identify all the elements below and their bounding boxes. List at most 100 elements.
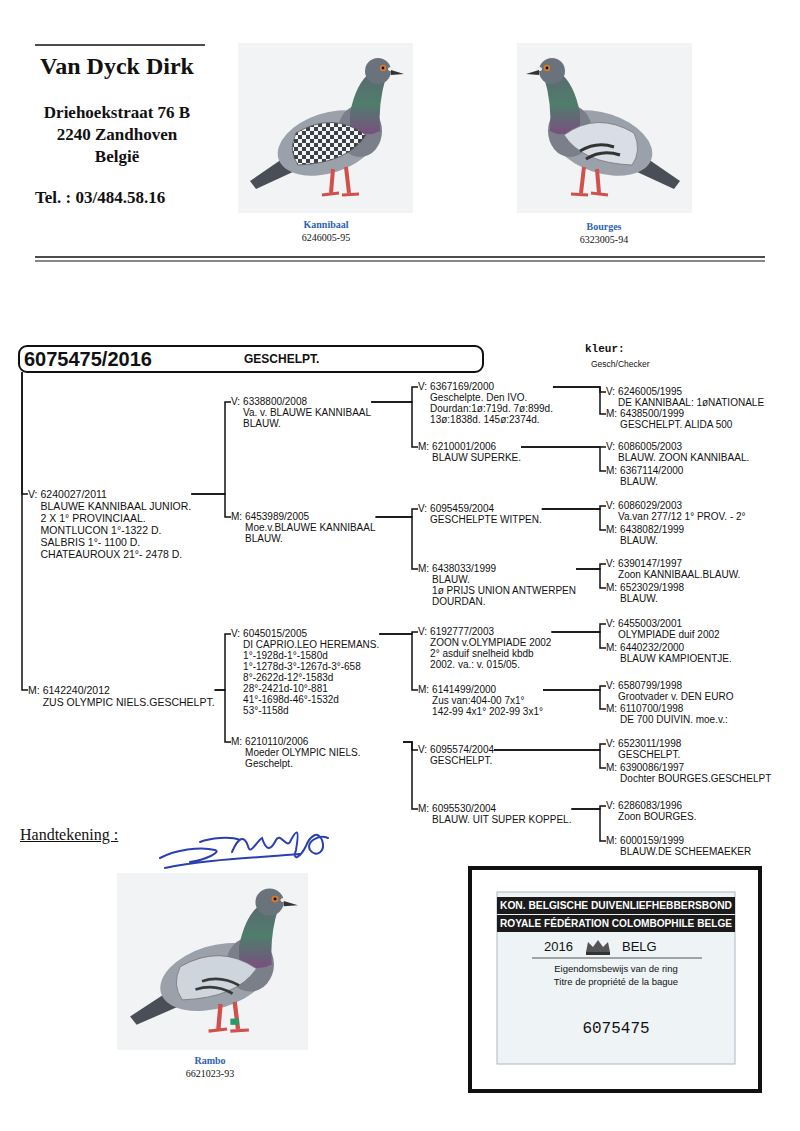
pedigree-note: BLAUW.	[620, 535, 684, 546]
pedigree-note: 2 X 1° PROVINCIAAL.	[41, 512, 192, 524]
ring-number: 6523011/1998	[618, 738, 681, 749]
pedigree-entry: M:6142240/2012ZUS OLYMPIC NIELS.GESCHELP…	[28, 684, 215, 708]
pedigree-line	[376, 517, 418, 569]
parent-marker: M:	[418, 803, 429, 814]
pedigree-note: CHATEAUROUX 21°- 2478 D.	[41, 548, 192, 560]
pedigree-line	[551, 624, 606, 632]
country-code: BELG	[622, 939, 657, 954]
header-band: ROYALE FÉDÉRATION COLOMBOPHILE BELGE	[497, 915, 735, 932]
address-line: Driehoekstraat 76 B	[44, 103, 190, 123]
pedigree-note: Geschelpte. Den IVO.	[430, 392, 553, 403]
entry-lines: 6338800/2008Va. v. BLAUWE KANNIBAALBLAUW…	[243, 396, 371, 429]
ring-number: 6438500/1999	[620, 408, 732, 419]
ring-number: 6086005/2003	[618, 441, 749, 452]
pedigree-note: BLAUWE KANNIBAAL JUNIOR.	[41, 500, 192, 512]
photo-ring: 6621023-93	[186, 1068, 234, 1080]
main-ring-box: 6075475/2016GESCHELPT.	[18, 345, 484, 373]
pedigree-entry: V:6240027/2011BLAUWE KANNIBAAL JUNIOR.2 …	[28, 488, 191, 560]
parent-marker: V:	[606, 618, 615, 629]
ring-number: 6095530/2004	[432, 803, 571, 814]
entry-lines: 6095530/2004BLAUW. UIT SUPER KOPPEL.	[432, 803, 571, 825]
entry-lines: 6142240/2012ZUS OLYMPIC NIELS.GESCHELPT.	[43, 684, 215, 708]
pedigree-note: BLAUW SUPERKE.	[432, 452, 521, 463]
entry-lines: 6086029/2003Va.van 277/12 1° PROV. - 2°	[618, 500, 746, 522]
pedigree-note: DE KANNIBAAL: 1øNATIONALE	[618, 397, 764, 408]
pedigree-note: Va. v. BLAUWE KANNIBAAL	[243, 407, 371, 418]
pedigree-note: DOURDAN.	[432, 596, 576, 607]
parent-marker: V:	[606, 738, 615, 749]
pedigree-line	[191, 494, 231, 517]
pedigree-note: BLAUW.DE SCHEEMAEKER	[620, 846, 751, 857]
pedigree-entry: M:6438082/1999BLAUW.	[606, 524, 684, 546]
pedigree-note: BLAUW.	[245, 533, 375, 544]
entry-lines: 6095574/2004GESCHELPT.	[430, 744, 494, 766]
color-value: Gesch/Checker	[591, 359, 650, 369]
pedigree-entry: V:6095459/2004GESCHELPTE WITPEN.	[418, 503, 542, 525]
parent-marker: M:	[418, 441, 429, 452]
pedigree-note: 1ø PRIJS UNION ANTWERPEN	[432, 585, 576, 596]
pedigree-note: Zoon KANNIBAAL.BLAUW.	[618, 569, 740, 580]
pedigree-note: GESCHELPT.	[430, 755, 494, 766]
ring-number: 6286083/1996	[618, 800, 696, 811]
ring-number: 6142240/2012	[43, 684, 215, 696]
pedigree-line	[576, 569, 606, 588]
pedigree-line	[22, 372, 28, 494]
color-note: GESCHELPT.	[244, 352, 319, 366]
parent-marker: M:	[418, 684, 429, 695]
parent-marker: M:	[606, 408, 617, 419]
parent-marker: V:	[606, 500, 615, 511]
parent-marker: M:	[606, 524, 617, 535]
entry-lines: 6045015/2005DI CAPRIO.LEO HEREMANS.1°-19…	[243, 628, 379, 716]
crown-emblem	[586, 940, 610, 955]
entry-lines: 6095459/2004GESCHELPTE WITPEN.	[430, 503, 542, 525]
pedigree-note: Zoon BOURGES.	[618, 811, 696, 822]
pedigree-note: GESCHELPT. ALIDA 500	[620, 419, 732, 430]
photo-caption: Kannibaal	[303, 219, 348, 231]
ring-number: 6075475	[497, 1020, 735, 1038]
pedigree-entry: M:6390086/1997Dochter BOURGES.GESCHELPT	[606, 762, 771, 784]
parent-marker: M:	[606, 703, 617, 714]
pedigree-entry: V:6086029/2003Va.van 277/12 1° PROV. - 2…	[606, 500, 746, 522]
ring-number: 6210001/2006	[432, 441, 521, 452]
entry-lines: 6580799/1998Grootvader v. DEN EURO	[618, 680, 733, 702]
pedigree-entry: M:6440232/2000BLAUW KAMPIOENTJE.	[606, 642, 732, 664]
pedigree-entry: V:6286083/1996Zoon BOURGES.	[606, 800, 696, 822]
pedigree-entry: V:6367169/2000Geschelpte. Den IVO.Dourda…	[418, 381, 553, 425]
pedigree-line	[494, 750, 606, 768]
parent-marker: V:	[606, 386, 615, 397]
photo-caption: Rambo	[194, 1055, 225, 1067]
phone-line: Tel. : 03/484.58.16	[35, 188, 165, 208]
parent-marker: V:	[231, 628, 240, 639]
pedigree-note: GESCHELPT.	[618, 749, 681, 760]
certificate-text: Eigendomsbewijs van de ring	[497, 963, 735, 974]
parent-marker: M:	[606, 835, 617, 846]
ring-number: 6523029/1998	[620, 582, 684, 593]
pedigree-note: BLAUW.	[620, 476, 683, 487]
pedigree-note: GESCHELPTE WITPEN.	[430, 514, 542, 525]
pedigree-entry: V:6045015/2005DI CAPRIO.LEO HEREMANS.1°-…	[231, 628, 379, 716]
pedigree-note: Zus van:404-00 7x1°	[432, 695, 543, 706]
ring-number: 6338800/2008	[243, 396, 371, 407]
parent-marker: M:	[606, 465, 617, 476]
pedigree-line	[371, 387, 418, 402]
pedigree-note: 142-99 4x1° 202-99 3x1°	[432, 706, 543, 717]
pedigree-entry: M:6210001/2006BLAUW SUPERKE.	[418, 441, 521, 463]
parent-marker: V:	[606, 800, 615, 811]
parent-marker: V:	[418, 503, 427, 514]
entry-lines: 6000159/1999BLAUW.DE SCHEEMAEKER	[620, 835, 751, 857]
pedigree-note: DE 700 DUIVIN. moe.v.:	[620, 714, 728, 725]
certificate-ground	[497, 892, 735, 1064]
pedigree-line	[571, 809, 606, 841]
ring-number: 6390086/1997	[620, 762, 771, 773]
pedigree-line	[553, 387, 606, 414]
pedigree-line	[521, 447, 606, 471]
pedigree-entry: M:6141499/2000Zus van:404-00 7x1°142-99 …	[418, 684, 543, 717]
pedigree-line	[542, 509, 606, 530]
entry-lines: 6210110/2006Moeder OLYMPIC NIELS. Gesche…	[245, 736, 403, 769]
pedigree-entry: V:6086005/2003BLAUW. ZOON KANNIBAAL.	[606, 441, 749, 463]
entry-lines: 6523029/1998BLAUW.	[620, 582, 684, 604]
pedigree-note: BLAUW. ZOON KANNIBAAL.	[618, 452, 749, 463]
pedigree-entry: M:6453989/2005Moe.v.BLAUWE KANNIBAALBLAU…	[231, 511, 376, 544]
parent-marker: V:	[418, 626, 427, 637]
parent-marker: M:	[28, 684, 40, 696]
